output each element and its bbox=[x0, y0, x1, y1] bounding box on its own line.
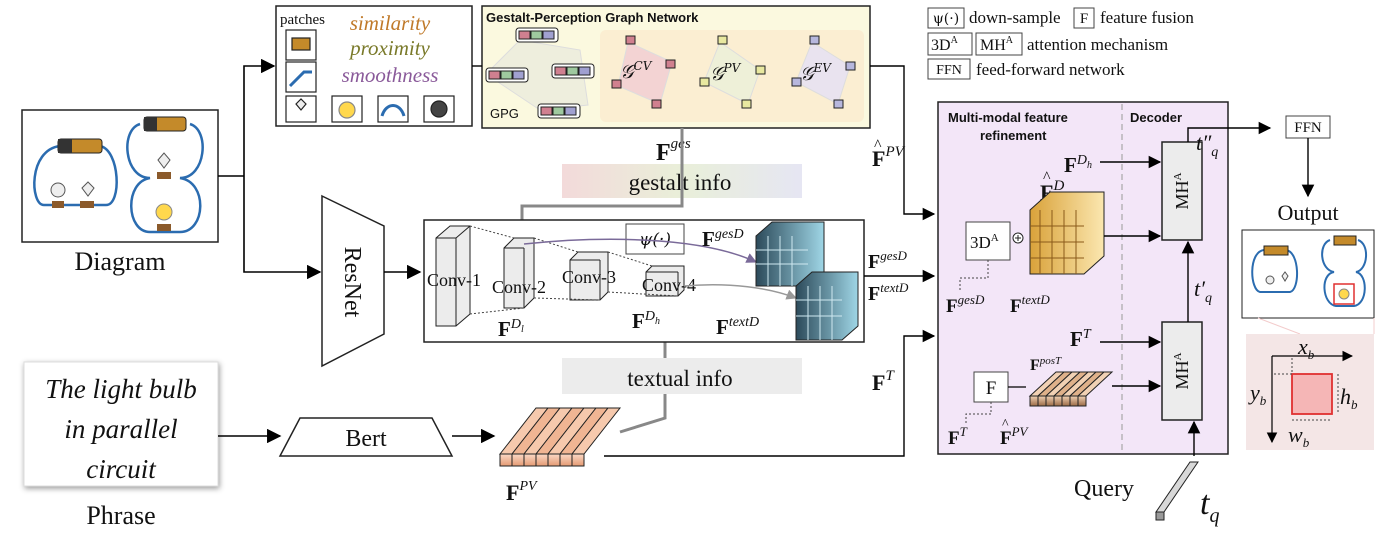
output-bbox bbox=[1333, 283, 1355, 305]
patch-thumbnails bbox=[285, 29, 455, 123]
mh-upper-label: MHA bbox=[1172, 172, 1192, 209]
cue-similarity: similarity bbox=[350, 11, 431, 35]
patches-box: patches similarity proximity smoothness bbox=[275, 5, 473, 127]
diagram-label: Diagram bbox=[75, 247, 166, 276]
label-f-gesD-refine: FgesD bbox=[946, 292, 985, 317]
graph-pv: 𝒢PV bbox=[710, 61, 742, 85]
conv-4-label: Conv-4 bbox=[642, 275, 696, 295]
output-image bbox=[1241, 229, 1375, 335]
graph-ev: 𝒢EV bbox=[800, 61, 832, 85]
cue-smoothness: smoothness bbox=[342, 63, 439, 87]
phrase-line-1: The light bulb bbox=[45, 374, 197, 404]
legend-attn-desc: attention mechanism bbox=[1027, 35, 1168, 54]
label-f-Dl: FDl bbox=[498, 317, 524, 341]
label-f-gesD-out: FgesD bbox=[868, 248, 908, 273]
tokens-to-refine-line bbox=[604, 329, 936, 457]
gpg-tokens bbox=[485, 27, 595, 119]
label-f-textD-out: FtextD bbox=[868, 280, 909, 305]
legend-psi-desc: down-sample bbox=[969, 8, 1061, 27]
mh-lower-label: MHA bbox=[1172, 352, 1192, 389]
label-yb: yb bbox=[1248, 380, 1267, 408]
legend-attn-mh: MHA bbox=[980, 35, 1014, 54]
downsample-flow-curve bbox=[523, 238, 757, 263]
label-f-gesD-inner: FgesD bbox=[702, 227, 744, 251]
output-label: Output bbox=[1277, 200, 1338, 225]
label-tq: tq bbox=[1200, 485, 1219, 527]
attn-3d-label: 3DA bbox=[970, 232, 999, 252]
refine-title-1: Multi-modal feature bbox=[948, 110, 1068, 125]
refine-title-2: refinement bbox=[980, 128, 1047, 143]
label-xb: xb bbox=[1297, 334, 1315, 362]
label-f-ges: Fges bbox=[656, 136, 691, 166]
label-f-textD-inner: FtextD bbox=[716, 315, 759, 339]
refine-decoder-box: Multi-modal feature refinement Decoder F… bbox=[937, 101, 1229, 455]
label-f-pv-bottom: FPV bbox=[506, 479, 538, 505]
textual-connector-down bbox=[619, 394, 667, 434]
label-tq-prime: t′q bbox=[1194, 276, 1212, 306]
label-f-pv-fusion: FPV bbox=[1000, 424, 1030, 449]
conv-1-label: Conv-1 bbox=[427, 270, 481, 290]
gpg-to-refine-line bbox=[870, 65, 936, 221]
label-wb: wb bbox=[1288, 422, 1310, 450]
input-arrows bbox=[218, 58, 322, 280]
decoder-to-ffn-arrow bbox=[1187, 121, 1272, 142]
label-f-dh-refine: FDh bbox=[1064, 153, 1092, 177]
hat-symbol-pv: ^ bbox=[874, 137, 882, 154]
label-f-t-fusion: FT bbox=[948, 424, 968, 449]
backbone-box: Conv-1 Conv-2 Conv-3 Conv-4 ψ(·) FgesD F… bbox=[423, 219, 865, 343]
legend: ψ(·) down-sample F feature fusion 3DA MH… bbox=[927, 7, 1194, 80]
hat-symbol-d: ^ bbox=[1043, 169, 1051, 186]
gestalt-info-label: gestalt info bbox=[629, 170, 732, 195]
bert-block bbox=[278, 417, 454, 457]
label-tq-dprime: t″q bbox=[1196, 130, 1218, 160]
phrase-line-2: in parallel bbox=[64, 414, 177, 444]
legend-psi-symbol: ψ(·) bbox=[933, 11, 959, 27]
legend-f-symbol: F bbox=[1080, 11, 1088, 27]
decoder-title: Decoder bbox=[1130, 110, 1182, 125]
resnet-label: ResNet bbox=[339, 247, 365, 318]
query-input: tq Query bbox=[1074, 420, 1219, 527]
query-label: Query bbox=[1074, 476, 1134, 502]
label-f-Dh: FDh bbox=[632, 309, 660, 333]
legend-ffn-desc: feed-forward network bbox=[976, 60, 1125, 79]
phrase-label: Phrase bbox=[86, 501, 155, 530]
legend-f-desc: feature fusion bbox=[1100, 8, 1194, 27]
label-f-t-refine: FT bbox=[1070, 327, 1092, 351]
label-f-pv-hat: FPV bbox=[872, 144, 906, 171]
label-f-textD-refine: FtextD bbox=[1010, 292, 1050, 317]
gpg-label: GPG bbox=[490, 106, 519, 121]
pos-token-bars bbox=[1028, 371, 1114, 407]
conv-2-label: Conv-2 bbox=[492, 277, 546, 297]
label-f-t-out: FT bbox=[872, 368, 895, 395]
conv-3-label: Conv-3 bbox=[562, 267, 616, 287]
patches-title: patches bbox=[280, 12, 325, 28]
gpg-title: Gestalt-Perception Graph Network bbox=[486, 10, 699, 25]
ffn-label: FFN bbox=[1294, 120, 1322, 136]
fusion-box-label: F bbox=[986, 378, 997, 399]
text-flow-curve bbox=[683, 284, 797, 300]
teal-feature-cube-lower bbox=[795, 271, 859, 341]
hat-symbol-pv-fusion: ^ bbox=[1002, 417, 1009, 432]
phrase-input: The light bulb in parallel circuit Phras… bbox=[23, 361, 219, 530]
label-f-post: FposT bbox=[1030, 355, 1062, 374]
graph-cv: 𝒢CV bbox=[620, 59, 653, 83]
bert-label: Bert bbox=[345, 426, 387, 452]
label-hb: hb bbox=[1340, 384, 1358, 412]
phrase-token-bars bbox=[498, 407, 622, 467]
legend-attn-3d: 3DA bbox=[931, 35, 959, 54]
phrase-line-3: circuit bbox=[86, 454, 157, 484]
gpg-box: Gestalt-Perception Graph Network GPG bbox=[481, 5, 871, 129]
teal-feature-cube-upper bbox=[755, 221, 825, 287]
bbox-detail: xb yb hb wb bbox=[1246, 334, 1374, 450]
input-diagram: Diagram bbox=[21, 109, 219, 276]
resnet-block: ResNet bbox=[321, 194, 385, 368]
legend-ffn-symbol: FFN bbox=[936, 63, 962, 78]
cue-proximity: proximity bbox=[348, 36, 430, 60]
gold-feature-cube bbox=[1029, 191, 1105, 275]
textual-info-label: textual info bbox=[627, 366, 732, 391]
textual-info-band bbox=[562, 358, 802, 394]
